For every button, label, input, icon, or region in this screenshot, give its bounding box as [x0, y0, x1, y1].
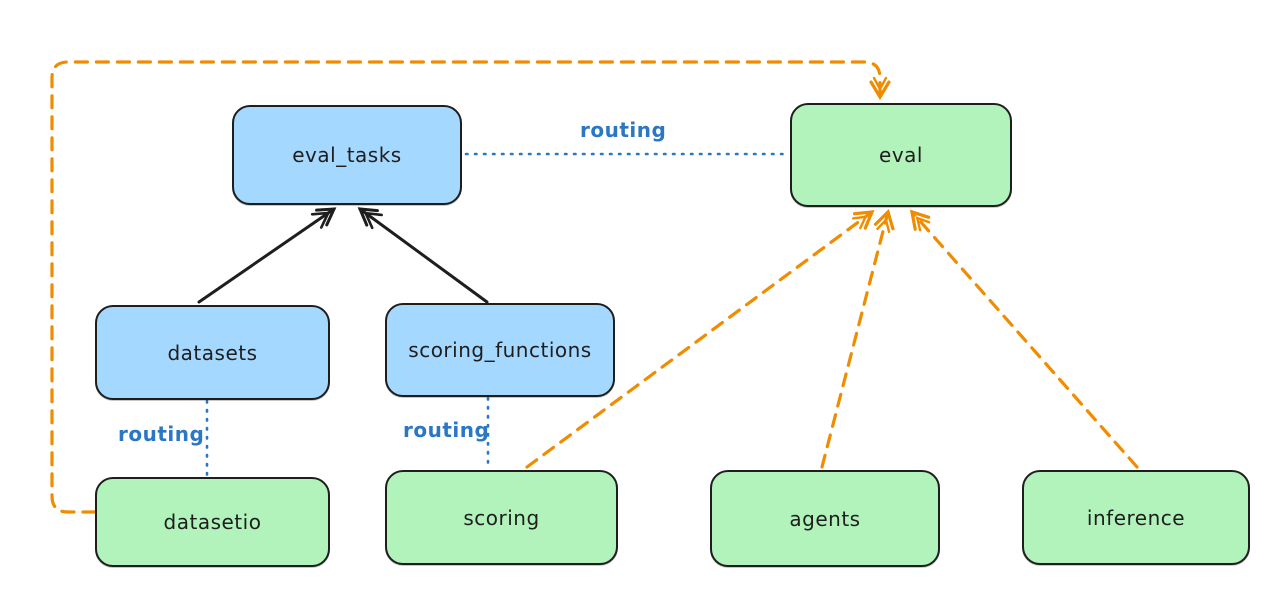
- edge-agents-to-eval: [820, 208, 895, 469]
- node-eval-tasks-label: eval_tasks: [292, 143, 402, 167]
- edge-datasets-to-eval_tasks: [197, 207, 337, 304]
- edge-label-routing-eval-tasks-eval: routing: [580, 118, 667, 142]
- node-scoring-functions: scoring_functions: [385, 303, 615, 397]
- edge-datasetio-to-eval: [50, 60, 891, 514]
- node-datasets-label: datasets: [167, 340, 258, 365]
- node-datasetio-label: datasetio: [163, 510, 262, 534]
- edge-inference-to-eval: [909, 209, 1139, 469]
- node-scoring-label: scoring: [463, 505, 540, 530]
- edge-label-routing-datasets-datasetio: routing: [118, 422, 205, 446]
- node-scoring: scoring: [385, 470, 618, 565]
- node-agents: agents: [710, 470, 940, 567]
- node-scoring-functions-label: scoring_functions: [408, 338, 592, 362]
- node-inference: inference: [1022, 470, 1250, 565]
- node-datasetio: datasetio: [95, 477, 330, 567]
- node-inference-label: inference: [1086, 505, 1186, 530]
- node-agents-label: agents: [789, 506, 861, 531]
- node-eval-label: eval: [879, 143, 923, 167]
- edge-scoring-to-eval: [525, 210, 875, 469]
- node-datasets: datasets: [95, 305, 330, 400]
- node-eval: eval: [790, 103, 1012, 207]
- edge-scoring_functions-to-eval_tasks: [357, 207, 489, 304]
- node-eval-tasks: eval_tasks: [232, 105, 462, 205]
- edge-label-routing-scoring-functions-scoring: routing: [403, 418, 490, 442]
